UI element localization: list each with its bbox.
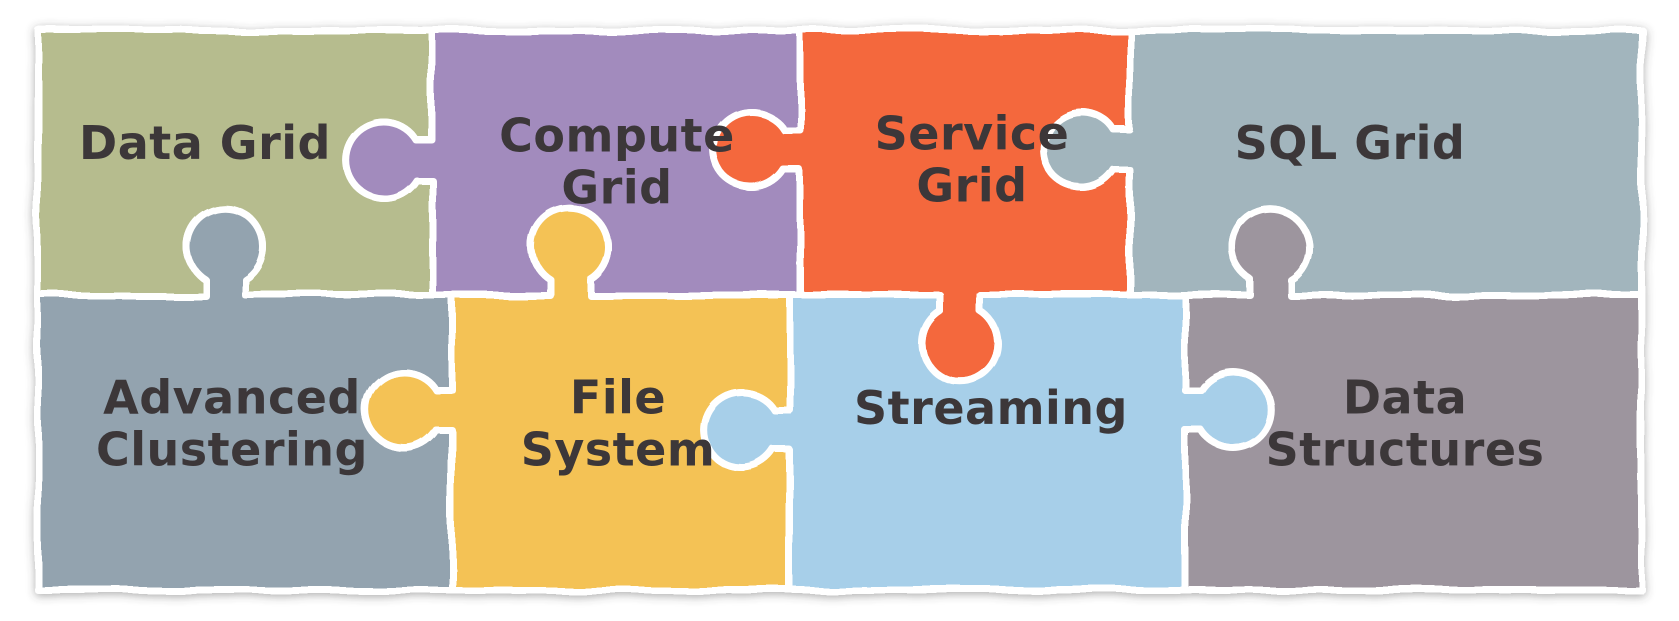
puzzle-piece-data-structures (1181, 205, 1646, 594)
puzzle-piece-sql-grid (1040, 26, 1646, 299)
